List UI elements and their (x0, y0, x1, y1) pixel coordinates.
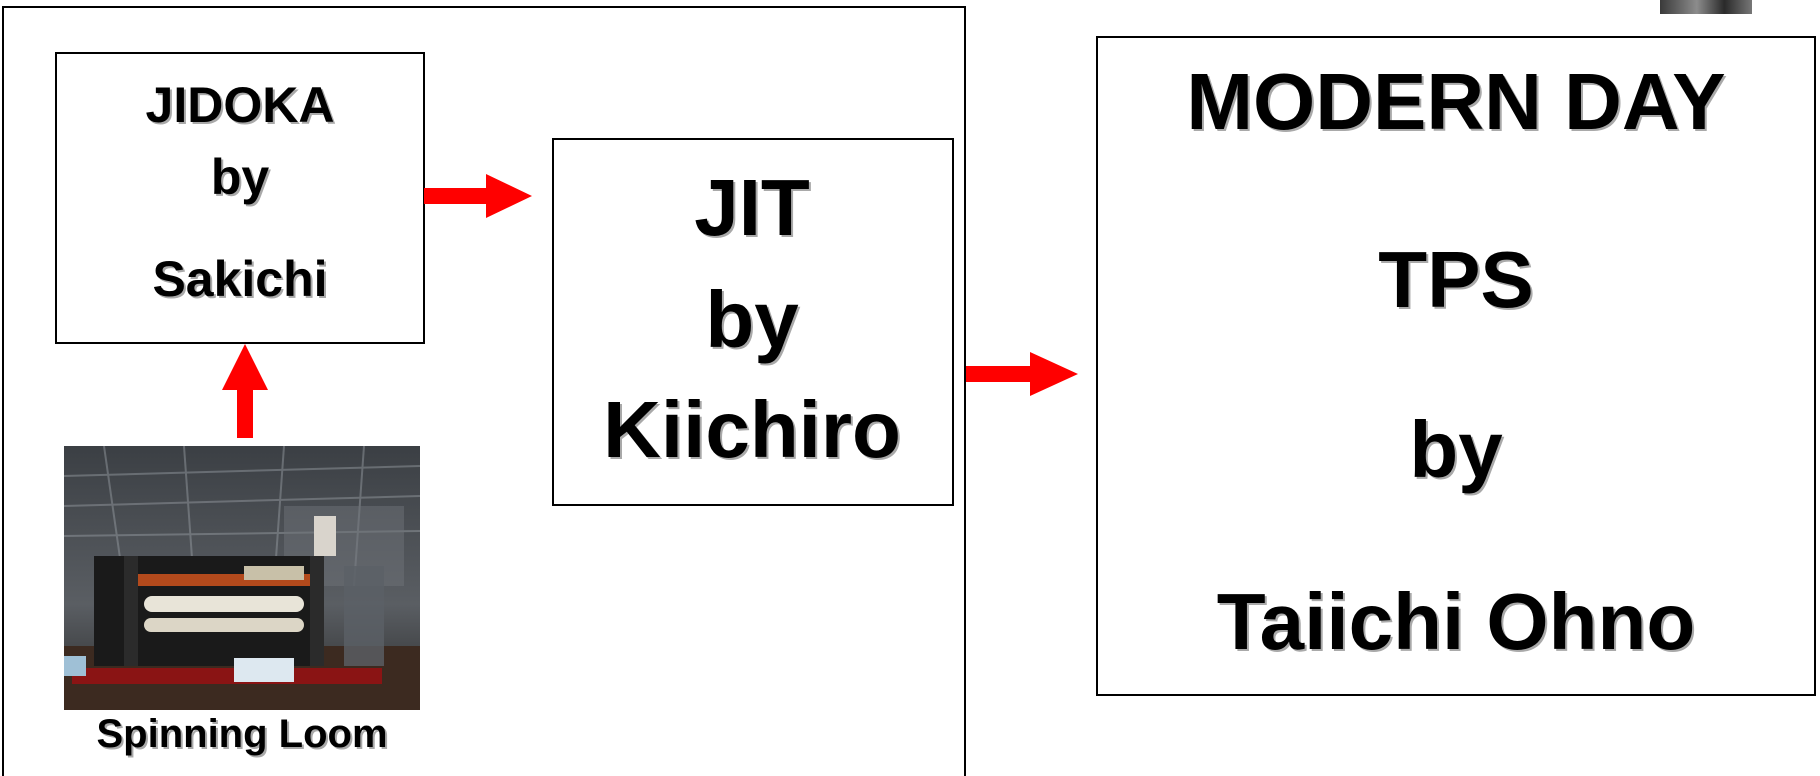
tps-by: by (1409, 405, 1503, 494)
tps-heading: MODERN DAY (1186, 57, 1726, 146)
photo-caption: Spinning Loom (96, 712, 388, 756)
jidoka-by: by (210, 149, 270, 205)
tps-box (1096, 36, 1816, 696)
jit-author: Kiichiro (603, 385, 901, 474)
jidoka-author: Sakichi (152, 251, 328, 307)
jidoka-box (55, 52, 425, 344)
corner-photo-fragment (1660, 0, 1752, 14)
jit-by: by (705, 275, 799, 364)
spinning-loom-photo (64, 446, 420, 710)
up-arrow-icon (222, 344, 268, 438)
jidoka-title: JIDOKA (145, 77, 335, 133)
tps-title: TPS (1378, 235, 1534, 324)
jit-title: JIT (694, 163, 810, 252)
right-arrow-icon (424, 174, 532, 218)
jit-box (552, 138, 954, 506)
right-arrow-icon (966, 352, 1078, 396)
tps-author: Taiichi Ohno (1216, 577, 1696, 666)
